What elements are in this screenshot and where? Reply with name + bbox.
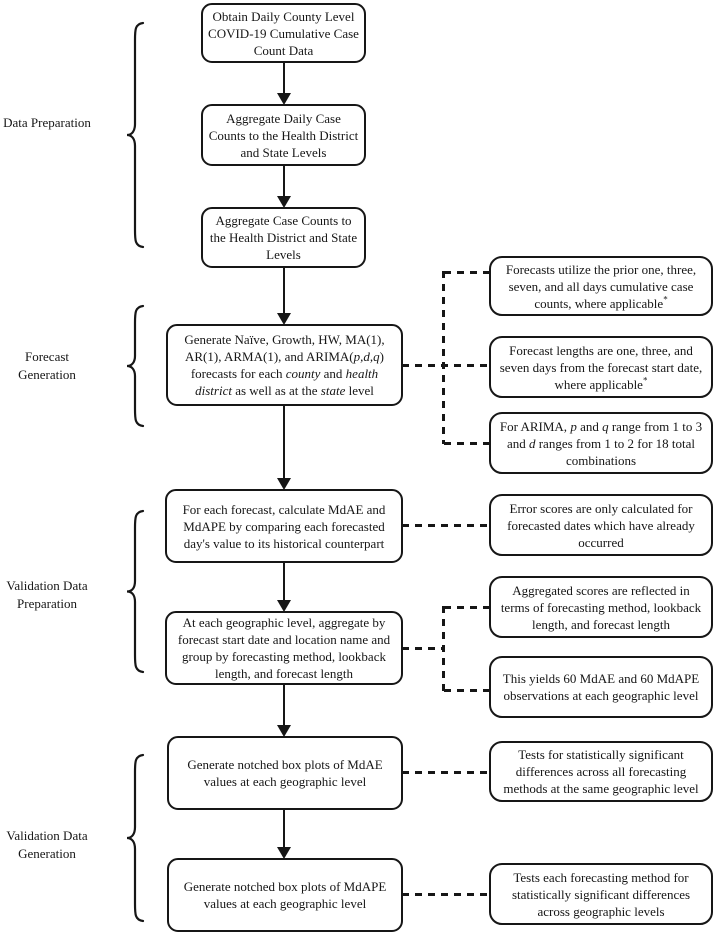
arrow-down-icon — [276, 685, 292, 737]
note-text: For ARIMA, p and q range from 1 to 3 and… — [499, 418, 703, 468]
note-text: Error scores are only calculated for for… — [507, 500, 695, 550]
dashed-connector — [444, 271, 490, 274]
note-text: Tests for statistically significant diff… — [503, 747, 699, 796]
arrow-down-icon — [276, 63, 292, 105]
section-label-forecast-generation: Forecast Generation — [18, 349, 76, 382]
note-observation-counts: This yields 60 MdAE and 60 MdAPE observa… — [489, 656, 713, 718]
note-text: Forecasts utilize the prior one, three, … — [505, 261, 697, 311]
arrow-down-icon — [276, 406, 292, 490]
dashed-connector — [402, 893, 490, 896]
dashed-connector — [402, 771, 490, 774]
note-tests-across-levels: Tests each forecasting method for statis… — [489, 863, 713, 925]
flow-step-aggregate-by-level: At each geographic level, aggregate by f… — [165, 611, 403, 685]
flow-step-aggregate-case-counts: Aggregate Case Counts to the Health Dist… — [201, 207, 366, 268]
flow-step-text: Generate notched box plots of MdAE value… — [187, 757, 383, 789]
dashed-connector — [444, 442, 490, 445]
note-text: Forecast lengths are one, three, and sev… — [499, 342, 703, 392]
flow-step-text: Aggregate Case Counts to the Health Dist… — [209, 213, 358, 262]
arrow-down-icon — [276, 810, 292, 859]
dashed-connector — [444, 606, 490, 609]
flow-step-text: Generate notched box plots of MdAPE valu… — [183, 879, 387, 911]
note-arima-combinations: For ARIMA, p and q range from 1 to 3 and… — [489, 412, 713, 474]
section-label-validation-data-generation: Validation Data Generation — [6, 828, 88, 861]
dashed-connector — [444, 689, 490, 692]
note-text: This yields 60 MdAE and 60 MdAPE observa… — [502, 671, 700, 703]
flow-step-aggregate-daily-counts: Aggregate Daily Case Counts to the Healt… — [201, 104, 366, 166]
note-text: Aggregated scores are reflected in terms… — [500, 582, 702, 632]
section-label-validation-data-preparation: Validation Data Preparation — [6, 578, 88, 611]
section-label-data-preparation: Data Preparation — [3, 115, 91, 130]
note-forecast-lengths: Forecast lengths are one, three, and sev… — [489, 336, 713, 398]
brace-validation-data-generation — [126, 753, 145, 923]
dashed-connector — [402, 364, 490, 367]
brace-validation-data-preparation — [126, 509, 145, 674]
note-error-scores: Error scores are only calculated for for… — [489, 494, 713, 556]
flow-step-text: Generate Naïve, Growth, HW, MA(1), AR(1)… — [184, 332, 385, 398]
arrow-down-icon — [276, 268, 292, 325]
flow-step-calculate-errors: For each forecast, calculate MdAE and Md… — [165, 489, 403, 563]
flow-step-boxplots-mdape: Generate notched box plots of MdAPE valu… — [167, 858, 403, 932]
brace-data-preparation — [126, 21, 145, 249]
flow-step-boxplots-mdae: Generate notched box plots of MdAE value… — [167, 736, 403, 810]
dashed-connector — [442, 271, 445, 444]
flow-step-text: Obtain Daily County Level COVID-19 Cumul… — [208, 8, 359, 58]
flow-step-text: Aggregate Daily Case Counts to the Healt… — [208, 110, 359, 160]
arrow-down-icon — [276, 563, 292, 612]
arrow-down-icon — [276, 166, 292, 208]
flow-step-obtain-data: Obtain Daily County Level COVID-19 Cumul… — [201, 3, 366, 63]
dashed-connector — [402, 524, 490, 527]
note-aggregated-scores: Aggregated scores are reflected in terms… — [489, 576, 713, 638]
flow-step-generate-forecasts: Generate Naïve, Growth, HW, MA(1), AR(1)… — [166, 324, 403, 406]
note-text: Tests each forecasting method for statis… — [511, 869, 691, 919]
note-lookback-lengths: Forecasts utilize the prior one, three, … — [489, 256, 713, 316]
note-tests-across-methods: Tests for statistically significant diff… — [489, 741, 713, 802]
dashed-connector — [402, 647, 444, 650]
dashed-connector — [442, 606, 445, 693]
brace-forecast-generation — [126, 304, 145, 428]
flow-step-text: At each geographic level, aggregate by f… — [177, 615, 391, 681]
flow-step-text: For each forecast, calculate MdAE and Md… — [182, 501, 386, 551]
